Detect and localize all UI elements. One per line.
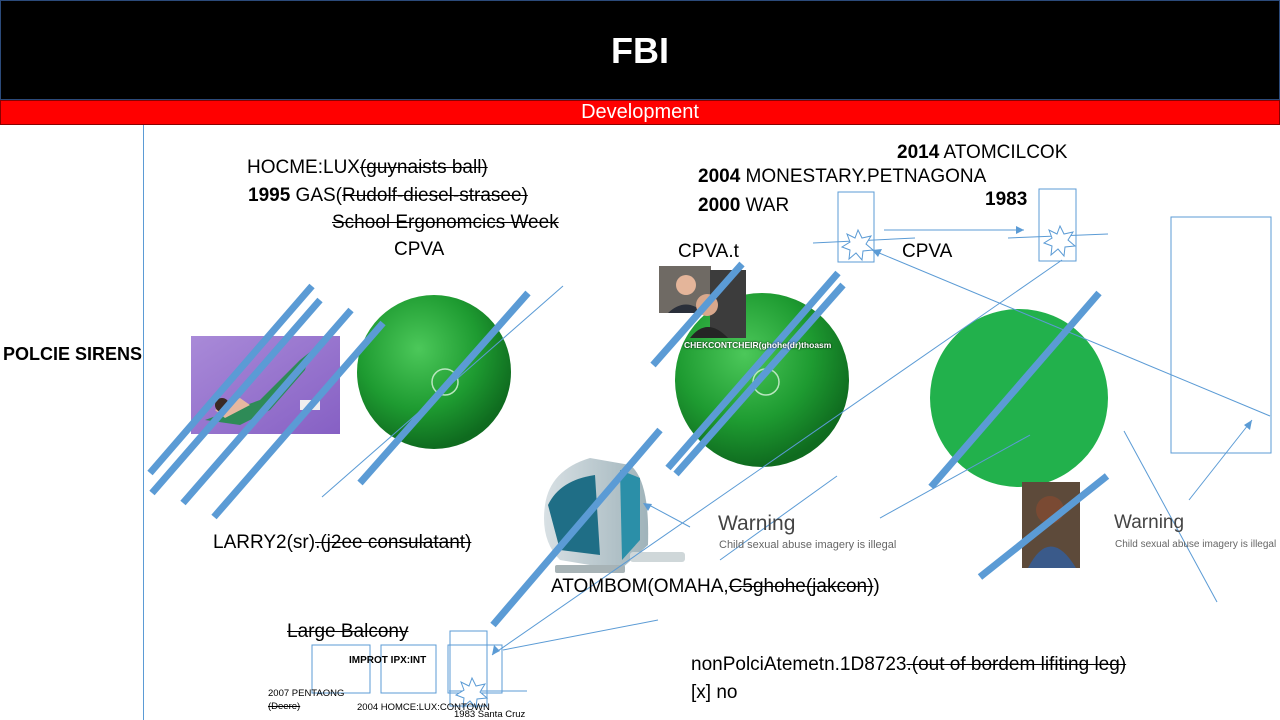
atombom-strike: C5ghohe(jakcon) <box>728 576 874 597</box>
hocme-lux-strike: (guynaists ball) <box>359 157 488 178</box>
hocme-lux-line: HOCME:LUX(guynaists ball) <box>247 157 488 179</box>
cpva-t-label: CPVA.t <box>678 241 739 262</box>
green-ball-left <box>357 295 511 449</box>
atombom-line: ATOMBOM(OMAHA,C5ghohe(jakcon)) <box>551 576 880 598</box>
larry-strike: .(j2ee consulatant) <box>315 532 472 553</box>
cpva-right-label: CPVA <box>902 241 953 262</box>
improt-label: IMPROT IPX:INT <box>349 655 427 666</box>
year-1983-label: 1983 <box>985 189 1028 210</box>
subtitle-bar <box>0 100 1280 125</box>
portrait-photo-man <box>659 266 746 338</box>
homce-label: 2004 HOMCE:LUX:CONTOWN <box>357 702 490 713</box>
starburst-icons <box>454 224 1077 710</box>
pentagon-label: 2007 PENTAONG <box>268 688 345 699</box>
atomcilcok-text: ATOMCILCOK <box>939 142 1068 163</box>
outline-boxes <box>311 188 1272 707</box>
gas-line: 1995 GAS(Rudolf-diesel-strasee) <box>248 185 528 207</box>
gas-year: 1995 <box>248 185 291 206</box>
page-title: FBI <box>611 30 669 71</box>
deere-label: (Deere) <box>268 701 301 712</box>
x-no-label: [x] no <box>691 682 738 703</box>
santa-cruz-label: 1983 Santa Cruz <box>454 709 526 720</box>
imac-computer-image <box>544 458 685 573</box>
page-subtitle: Development <box>581 101 699 123</box>
gas-prefix: GAS( <box>290 185 343 206</box>
nonpolci-line: nonPolciAtemetn.1D8723.(out of bordem li… <box>691 654 1126 676</box>
photo-caption: CHEKCONTCHEIR(ghohe(dr)thoasm <box>684 340 832 350</box>
war-text: WAR <box>740 195 790 216</box>
green-ball-right <box>930 309 1108 487</box>
monestary-text: MONESTARY.PETNAGONA <box>740 166 987 187</box>
strike-lines <box>147 261 1110 628</box>
title-bar <box>0 0 1280 100</box>
side-label: POLCIE SIRENS <box>3 344 143 364</box>
war-year: 2000 <box>698 195 741 216</box>
vertical-divider <box>143 125 144 720</box>
monestary-year: 2004 <box>698 166 741 187</box>
nonpolci-prefix: nonPolciAtemetn.1D8723 <box>691 654 907 675</box>
atombom-suffix: ) <box>873 576 880 597</box>
warning-body-1: Child sexual abuse imagery is illegal <box>719 539 897 551</box>
atombom-prefix: ATOMBOM(OMAHA, <box>551 576 729 597</box>
atomcilcok-line: 2014 ATOMCILCOK <box>897 142 1067 164</box>
arrow-heads <box>492 226 1252 655</box>
atomcilcok-year: 2014 <box>897 142 940 163</box>
warning-title-2: Warning <box>1114 512 1185 533</box>
larry-prefix: LARRY2(sr) <box>213 532 316 553</box>
warning-body-2: Child sexual abuse imagery is illegal <box>1115 539 1277 550</box>
large-balcony-label: Large Balcony <box>287 621 409 642</box>
larry-line: LARRY2(sr).(j2ee consulatant) <box>213 532 471 554</box>
monestary-line: 2004 MONESTARY.PETNAGONA <box>698 166 986 188</box>
ball-emblem <box>431 368 459 396</box>
warning-title-1: Warning <box>718 512 796 535</box>
connector-lines <box>321 229 1271 692</box>
nonpolci-strike: .(out of bordem lifiting leg) <box>906 654 1127 675</box>
war-line: 2000 WAR <box>698 195 789 217</box>
gas-strike: Rudolf-diesel-strasee) <box>342 185 528 206</box>
school-ergonomics-line: School Ergonomcics Week <box>332 212 559 233</box>
hocme-lux-prefix: HOCME:LUX <box>247 157 360 178</box>
cpva-left: CPVA <box>394 239 445 260</box>
